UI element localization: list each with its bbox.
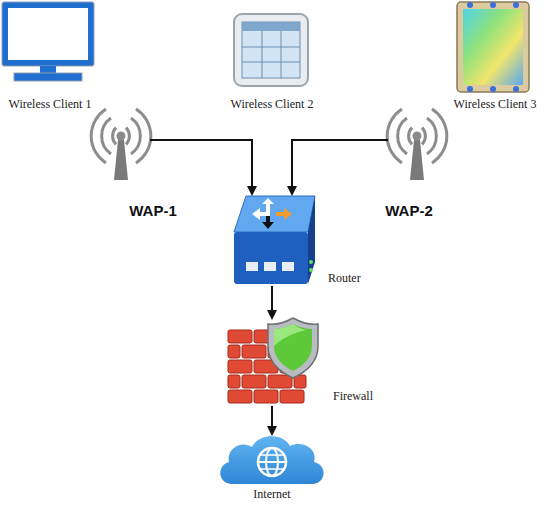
- tablet-icon: [457, 2, 529, 92]
- node-label: Wireless Client 3: [446, 98, 544, 112]
- monitor-icon: [2, 2, 94, 81]
- client-node: Wireless Client 3: [455, 0, 531, 94]
- access-point-node: WAP-2: [388, 105, 446, 183]
- client-node: Wireless Client 1: [0, 0, 96, 84]
- router-node: Router: [229, 194, 315, 286]
- node-label: Internet: [232, 488, 312, 502]
- arrow-connector: [271, 286, 273, 318]
- firewall-node: Firewall: [227, 318, 317, 406]
- firewall-icon: [228, 318, 318, 403]
- node-label: Router: [328, 272, 388, 286]
- router-icon: [234, 196, 315, 284]
- arrow-connector: [150, 140, 252, 194]
- access-point-node: WAP-1: [92, 105, 150, 183]
- tablet-icon: [234, 14, 308, 86]
- node-label: Wireless Client 2: [222, 98, 322, 112]
- antenna-icon: [387, 109, 447, 180]
- node-label: WAP-2: [372, 202, 446, 219]
- arrow-connector: [271, 406, 273, 434]
- antenna-icon: [91, 109, 151, 180]
- internet-node: Internet: [218, 434, 326, 486]
- arrow-connector: [292, 140, 388, 194]
- cloud-icon: [220, 436, 323, 484]
- node-label: Firewall: [333, 390, 403, 404]
- node-label: WAP-1: [116, 202, 190, 219]
- client-node: Wireless Client 2: [232, 12, 310, 88]
- node-label: Wireless Client 1: [0, 98, 100, 112]
